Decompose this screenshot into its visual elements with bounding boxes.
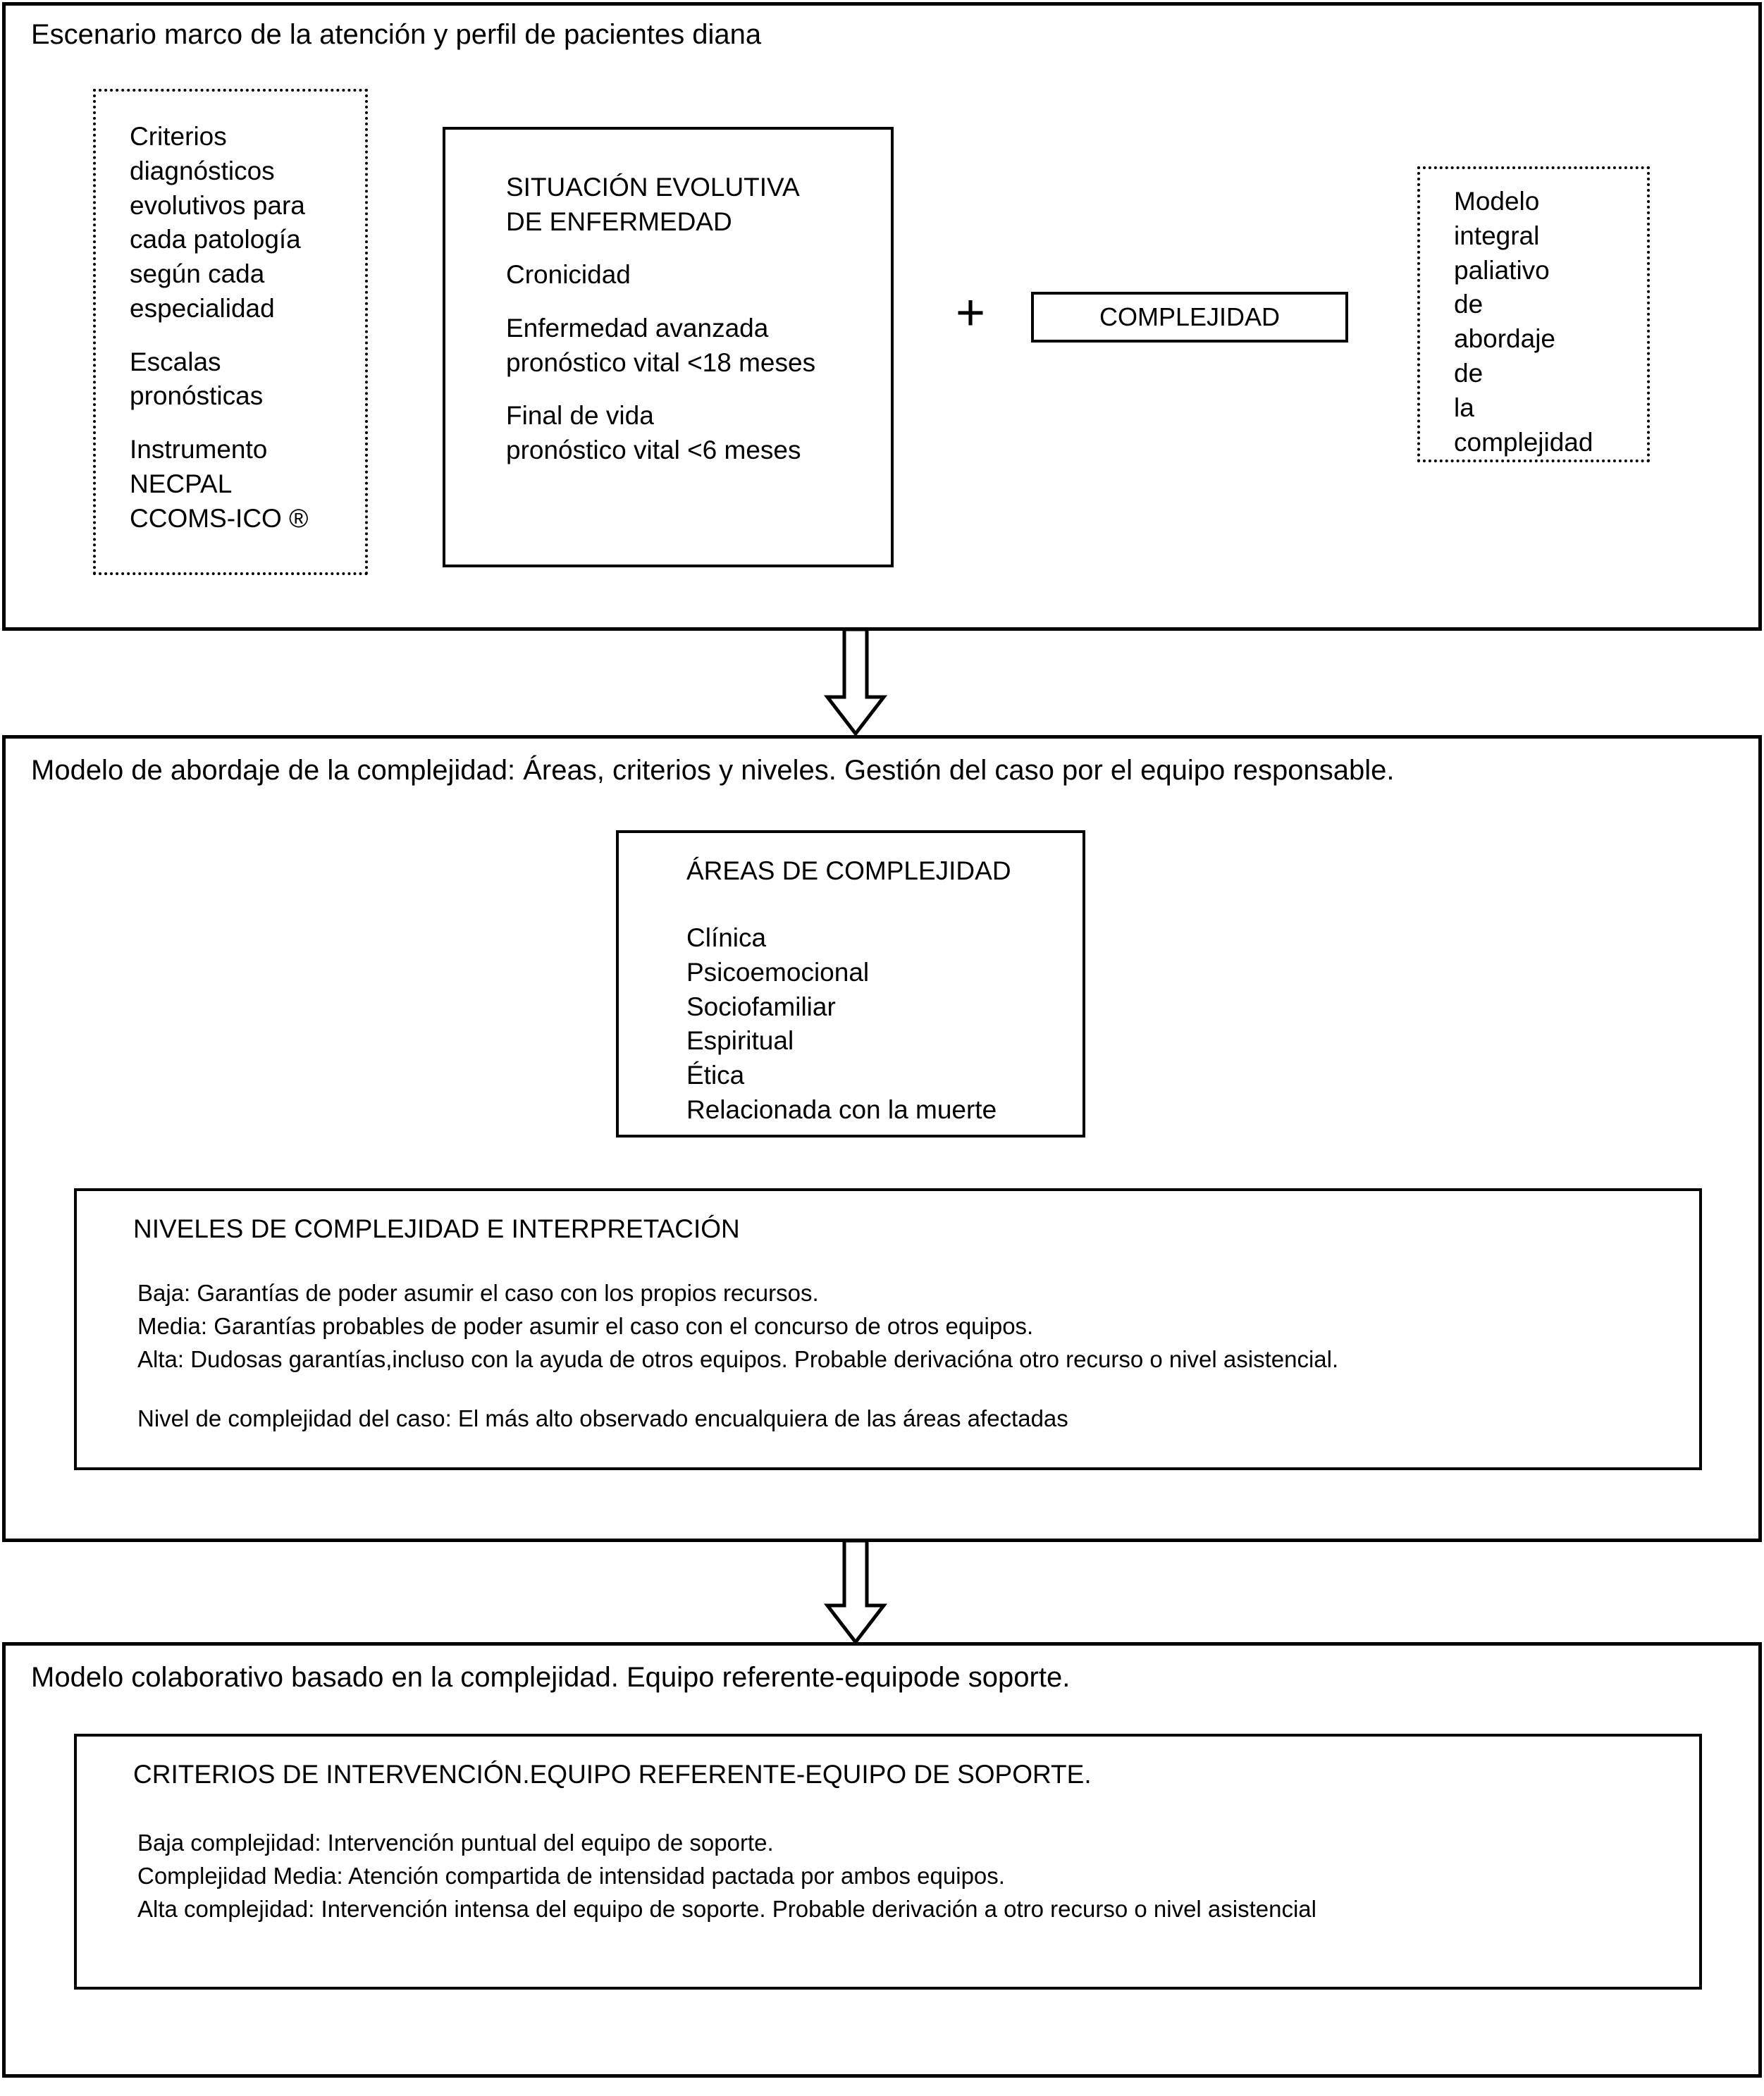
criterio-line: Alta complejidad: Intervención intensa d… — [137, 1895, 1316, 1922]
situacion-spacer — [506, 380, 880, 399]
section-escenario-title: Escenario marco de la atención y perfil … — [31, 19, 762, 50]
criterio-line: Complejidad Media: Atención compartida d… — [137, 1862, 1005, 1889]
situacion-spacer — [506, 240, 880, 259]
criteria-line: Escalas — [130, 347, 221, 376]
situacion-item-line: Cronicidad — [506, 260, 631, 290]
criteria-diagnostic-box: Criterios diagnósticos evolutivos para c… — [93, 89, 368, 575]
modelo-line: paliativo — [1454, 255, 1550, 285]
situacion-evolutiva-content: SITUACIÓN EVOLUTIVA DE ENFERMEDAD Cronic… — [506, 171, 880, 468]
niveles-de-complejidad-title: NIVELES DE COMPLEJIDAD E INTERPRETACIÓN — [133, 1214, 740, 1243]
criteria-line: pronósticas — [130, 381, 264, 411]
criterios-de-intervencion-box: CRITERIOS DE INTERVENCIÓN.EQUIPO REFEREN… — [74, 1734, 1702, 1990]
complejidad-label: COMPLEJIDAD — [1099, 302, 1281, 331]
situacion-item-line: pronóstico vital <18 meses — [506, 347, 816, 377]
niveles-de-complejidad-lines: Baja: Garantías de poder asumir el caso … — [137, 1277, 1674, 1376]
criterios-de-intervencion-title: CRITERIOS DE INTERVENCIÓN.EQUIPO REFEREN… — [133, 1760, 1092, 1789]
area-item: Psicoemocional — [686, 957, 870, 987]
area-item: Ética — [686, 1061, 745, 1090]
criteria-line: Criterios — [130, 122, 227, 151]
section-colaborativo-title: Modelo colaborativo basado en la complej… — [31, 1662, 1071, 1693]
modelo-integral-paliativo-box: Modelo integral paliativo de abordaje de… — [1417, 166, 1650, 462]
area-item: Espiritual — [686, 1026, 794, 1056]
criteria-spacer — [130, 326, 362, 345]
section-modelo-colaborativo: Modelo colaborativo basado en la complej… — [2, 1642, 1762, 2078]
nivel-line: Alta: Dudosas garantías,incluso con la a… — [137, 1345, 1339, 1372]
situacion-spacer — [506, 292, 880, 312]
area-item: Relacionada con la muerte — [686, 1095, 997, 1125]
area-item: Clínica — [686, 923, 767, 952]
areas-de-complejidad-title: ÁREAS DE COMPLEJIDAD — [686, 856, 1011, 885]
section-modelo-abordaje: Modelo de abordaje de la complejidad: Ár… — [2, 735, 1762, 1542]
criteria-line: según cada — [130, 259, 265, 289]
criteria-line: diagnósticos — [130, 156, 275, 185]
modelo-line: complejidad — [1454, 427, 1593, 457]
modelo-integral-text: Modelo integral paliativo de abordaje de… — [1454, 185, 1644, 460]
plus-operator-icon: + — [956, 285, 986, 341]
modelo-line: la — [1454, 393, 1474, 422]
nivel-line: Media: Garantías probables de poder asum… — [137, 1312, 1034, 1339]
criteria-line: cada patología — [130, 225, 301, 254]
criteria-line: especialidad — [130, 294, 275, 323]
modelo-line: integral — [1454, 221, 1540, 250]
situacion-item-line: Final de vida — [506, 401, 654, 431]
modelo-line: de — [1454, 290, 1484, 319]
areas-de-complejidad-list: Clínica Psicoemocional Sociofamiliar Esp… — [686, 921, 1067, 1128]
situacion-evolutiva-box: SITUACIÓN EVOLUTIVA DE ENFERMEDAD Cronic… — [443, 127, 894, 567]
niveles-de-complejidad-box: NIVELES DE COMPLEJIDAD E INTERPRETACIÓN … — [74, 1188, 1702, 1470]
criteria-line: NECPAL — [130, 469, 233, 498]
criteria-line: Instrumento — [130, 434, 268, 464]
arrow-section2-to-section3-icon — [823, 1541, 888, 1645]
niveles-de-complejidad-footer: Nivel de complejidad del caso: El más al… — [137, 1405, 1068, 1431]
criteria-diagnostic-text: Criterios diagnósticos evolutivos para c… — [130, 120, 362, 536]
section-abordaje-title: Modelo de abordaje de la complejidad: Ár… — [31, 755, 1395, 786]
situacion-title-line: SITUACIÓN EVOLUTIVA — [506, 173, 800, 202]
criteria-spacer — [130, 414, 362, 433]
modelo-line: Modelo — [1454, 187, 1540, 216]
areas-de-complejidad-box: ÁREAS DE COMPLEJIDAD Clínica Psicoemocio… — [616, 830, 1085, 1138]
criteria-line: CCOMS-ICO ® — [130, 503, 309, 533]
situacion-item-line: Enfermedad avanzada — [506, 313, 769, 343]
criterio-line: Baja complejidad: Intervención puntual d… — [137, 1830, 774, 1856]
situacion-item-line: pronóstico vital <6 meses — [506, 435, 801, 464]
situacion-title-line: DE ENFERMEDAD — [506, 206, 732, 236]
section-escenario-marco: Escenario marco de la atención y perfil … — [2, 2, 1762, 631]
criteria-line: evolutivos para — [130, 190, 305, 220]
criterios-de-intervencion-lines: Baja complejidad: Intervención puntual d… — [137, 1827, 1674, 1926]
modelo-line: abordaje — [1454, 324, 1556, 354]
nivel-line: Baja: Garantías de poder asumir el caso … — [137, 1280, 819, 1306]
modelo-line: de — [1454, 359, 1484, 388]
area-item: Sociofamiliar — [686, 992, 836, 1021]
complejidad-box: COMPLEJIDAD — [1031, 292, 1348, 343]
arrow-section1-to-section2-icon — [823, 629, 888, 736]
